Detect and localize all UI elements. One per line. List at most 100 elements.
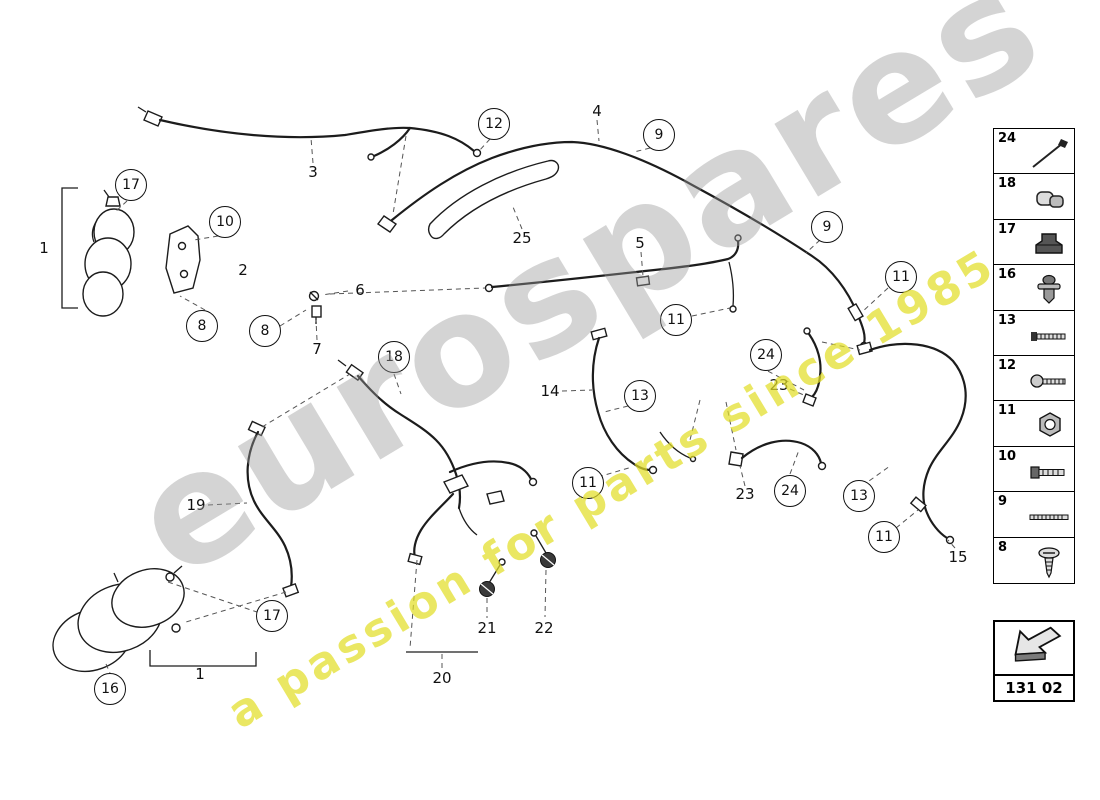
part-callout[interactable]: 9 [811,211,843,243]
part-callout[interactable]: 25 [512,229,531,247]
part-callout[interactable]: 21 [477,619,496,637]
diagram-code: 131 02 [995,674,1073,700]
legend-item-13[interactable]: 13 [993,309,1075,357]
legend-number: 18 [998,176,1017,192]
protective-sleeve [427,159,560,240]
legend-number: 16 [998,267,1017,283]
legend-item-18[interactable]: 18 [993,173,1075,221]
screw-washer-icon [1030,374,1066,388]
legend-item-9[interactable]: 9 [993,491,1075,539]
legend-number: 8 [998,539,1008,555]
part-callout[interactable]: 17 [115,169,147,201]
part-callout[interactable]: 15 [948,548,967,566]
grommet-icon [1035,233,1063,254]
part-callout[interactable]: 14 [540,382,559,400]
part-callout[interactable]: 8 [249,315,281,347]
part-callout[interactable]: 22 [534,619,553,637]
part-callout[interactable]: 8 [186,310,218,342]
legend-number: 9 [998,494,1008,510]
legend-number: 13 [998,312,1017,328]
part-callout[interactable]: 13 [843,480,875,512]
part-callout[interactable]: 20 [432,669,451,687]
part-callout[interactable]: 24 [774,475,806,507]
part-callout-number: 24 [757,347,775,363]
bolt-icon [1030,466,1065,479]
part-callout-number: 11 [667,312,685,328]
part-callout-number: 13 [631,388,649,404]
vacuum-reservoir-bottom [52,565,257,673]
part-callout[interactable]: 11 [868,521,900,553]
pan-screw-icon [1038,547,1060,578]
part-callout-number: 1 [195,665,205,683]
part-callout-number: 9 [822,219,832,235]
vacuum-reservoir-top [61,187,135,317]
vacuum-line-top-left [137,106,482,161]
part-callout[interactable]: 1 [195,665,205,683]
part-callout-number: 23 [735,485,755,503]
part-callout[interactable]: 1 [39,239,49,257]
legend-number: 12 [998,358,1017,374]
part-callout-number: 11 [875,529,893,545]
part-callout-number: 4 [592,102,602,120]
part-callout-number: 2 [238,261,248,279]
part-callout[interactable]: 11 [572,467,604,499]
direction-arrow-icon [1014,626,1062,662]
part-callout[interactable]: 7 [312,340,322,358]
part-callout-number: 23 [769,376,789,394]
part-callout[interactable]: 13 [624,380,656,412]
part-callout[interactable]: 9 [643,119,675,151]
part-callout[interactable]: 16 [94,673,126,705]
part-callout-number: 10 [216,214,234,230]
legend-item-17[interactable]: 17 [993,218,1075,266]
part-callout[interactable]: 11 [660,304,692,336]
part-callout[interactable]: 4 [592,102,602,120]
legend-item-16[interactable]: 16 [993,264,1075,312]
leader-lines [105,119,956,674]
check-valves [479,529,556,597]
part-callout[interactable]: 17 [256,600,288,632]
vacuum-line-left [246,420,300,598]
part-callout[interactable]: 23 [735,485,754,503]
part-callout-number: 17 [122,177,140,193]
part-callout-number: 24 [781,483,799,499]
screw-icon [1031,331,1066,341]
part-callout[interactable]: 3 [308,163,318,181]
part-callout[interactable]: 10 [209,206,241,238]
part-callout-number: 17 [263,608,281,624]
hose-branch-cluster [337,359,538,566]
legend-item-8[interactable]: 8 [993,536,1075,584]
nut-icon [1039,412,1061,438]
part-callout[interactable]: 6 [355,281,365,299]
part-callout-number: 1 [39,239,49,257]
part-callout[interactable]: 19 [186,496,205,514]
legend-number: 17 [998,221,1017,237]
part-callout[interactable]: 24 [750,339,782,371]
part-callout-number: 15 [948,548,968,566]
legend-item-11[interactable]: 11 [993,400,1075,448]
part-callout[interactable]: 11 [885,261,917,293]
legend-item-12[interactable]: 12 [993,355,1075,403]
fasteners-legend: 24 18 17 16 [993,128,1075,584]
legend-item-10[interactable]: 10 [993,445,1075,493]
part-callout[interactable]: 23 [769,376,788,394]
part-callout[interactable]: 5 [635,234,645,252]
legend-number: 24 [998,131,1017,146]
part-callout-number: 14 [540,382,560,400]
part-callout-number: 11 [579,475,597,491]
part-callout[interactable]: 18 [378,341,410,373]
clamp-icon [1036,191,1064,209]
long-pin-icon [1032,139,1068,168]
part-callout-number: 22 [534,619,554,637]
stud-icon [1029,514,1069,521]
part-callout-number: 5 [635,234,645,252]
part-callout-number: 13 [850,488,868,504]
legend-item-24[interactable]: 24 [993,128,1075,175]
small-hose-lower-right [728,439,827,471]
part-callout[interactable]: 2 [238,261,248,279]
part-callout[interactable]: 12 [478,108,510,140]
bracket-part [165,225,201,294]
part-callout-number: 12 [485,116,503,132]
